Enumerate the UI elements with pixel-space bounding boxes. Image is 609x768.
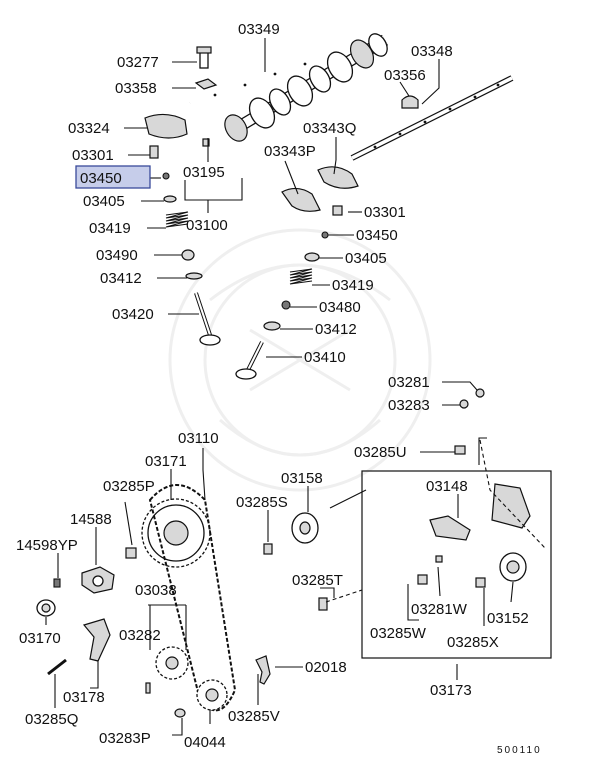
label-03450-left[interactable]: 03450 (80, 170, 122, 187)
camshaft (224, 33, 389, 142)
valve-03420 (194, 292, 221, 346)
label-03412-left[interactable]: 03412 (100, 270, 142, 287)
seat-03405-right (304, 252, 320, 262)
bracket-02018 (255, 655, 271, 685)
label-03285U[interactable]: 03285U (354, 444, 407, 461)
pulley-14588 (81, 566, 115, 594)
label-03285W[interactable]: 03285W (370, 625, 427, 642)
seat-03412-right (263, 321, 281, 331)
label-03324[interactable]: 03324 (68, 120, 110, 137)
label-03285X[interactable]: 03285X (447, 634, 499, 651)
bolt-03285Q (47, 658, 67, 676)
bolt-03277 (196, 46, 212, 69)
label-03405-right[interactable]: 03405 (345, 250, 387, 267)
diagram-code: 500110 (497, 745, 542, 756)
label-03173[interactable]: 03173 (430, 682, 472, 699)
label-03419-left[interactable]: 03419 (89, 220, 131, 237)
adjust-screw-03301-right (332, 205, 343, 216)
label-03405-left[interactable]: 03405 (83, 193, 125, 210)
label-03283P[interactable]: 03283P (99, 730, 151, 747)
label-03277[interactable]: 03277 (117, 54, 159, 71)
label-03343Q[interactable]: 03343Q (303, 120, 356, 137)
highlight-box (75, 165, 151, 189)
label-03285T[interactable]: 03285T (292, 572, 343, 589)
label-03343P[interactable]: 03343P (264, 143, 316, 160)
label-03285V[interactable]: 03285V (228, 708, 280, 725)
label-03285P[interactable]: 03285P (103, 478, 155, 495)
seat-03412-left (185, 272, 203, 280)
label-03152[interactable]: 03152 (487, 610, 529, 627)
crank-sprocket-04044 (196, 679, 228, 711)
seal-03490 (181, 249, 195, 261)
part-labels: 03349 03348 03277 03358 03356 03324 0334… (16, 21, 542, 756)
label-03148[interactable]: 03148 (426, 478, 468, 495)
label-03480[interactable]: 03480 (319, 299, 361, 316)
rocker-arm-03343Q (317, 166, 359, 189)
label-03170[interactable]: 03170 (19, 630, 61, 647)
spring-03419-right (289, 268, 313, 285)
leader-lines (45, 38, 546, 736)
adjust-screw-03301-left (149, 145, 159, 159)
idler-03158 (291, 512, 319, 544)
valve-03410 (235, 341, 264, 380)
label-03171[interactable]: 03171 (145, 453, 187, 470)
key-03038 (145, 682, 151, 694)
label-03282[interactable]: 03282 (119, 627, 161, 644)
rocker-arm-03324 (144, 113, 188, 139)
tensioner-assembly-box-03173 (361, 388, 552, 659)
label-03410[interactable]: 03410 (304, 349, 346, 366)
watermark-emblem (168, 228, 432, 492)
label-03281W[interactable]: 03281W (411, 601, 468, 618)
label-03158[interactable]: 03158 (281, 470, 323, 487)
label-03110[interactable]: 03110 (178, 430, 219, 447)
label-02018[interactable]: 02018 (305, 659, 347, 676)
label-03358[interactable]: 03358 (115, 80, 157, 97)
label-03348[interactable]: 03348 (411, 43, 453, 60)
label-03419-right[interactable]: 03419 (332, 277, 374, 294)
label-03420[interactable]: 03420 (112, 306, 154, 323)
label-03349[interactable]: 03349 (238, 21, 280, 38)
tensioner-03178 (82, 618, 111, 662)
label-03356[interactable]: 03356 (384, 67, 426, 84)
label-14588[interactable]: 14588 (70, 511, 112, 528)
seal-03480 (281, 300, 291, 310)
bolt-03285P (125, 547, 137, 559)
label-03195[interactable]: 03195 (183, 164, 225, 181)
label-03285Q[interactable]: 03285Q (25, 711, 78, 728)
label-03301-right[interactable]: 03301 (364, 204, 406, 221)
label-14598YP[interactable]: 14598YP (16, 537, 78, 554)
nut-03450-right (321, 231, 329, 239)
rocker-arm-03343P (281, 187, 321, 212)
label-03283[interactable]: 03283 (388, 397, 430, 414)
label-03178[interactable]: 03178 (63, 689, 105, 706)
label-03450-right[interactable]: 03450 (356, 227, 398, 244)
label-03490[interactable]: 03490 (96, 247, 138, 264)
label-03038[interactable]: 03038 (135, 582, 177, 599)
crank-sprocket-03282 (155, 646, 189, 680)
camshaft-sprocket-03171 (141, 498, 211, 568)
clip-03356 (401, 95, 419, 109)
nut-03450-left (162, 172, 170, 180)
rocker-shaft-right (350, 75, 514, 161)
seal-03170 (36, 599, 56, 617)
washer-03358 (194, 78, 218, 90)
spring-03419-left (165, 211, 189, 228)
seat-03405-left (163, 195, 177, 203)
timing-belt-03110 (148, 484, 237, 712)
label-03100[interactable]: 03100 (186, 217, 228, 234)
label-03281[interactable]: 03281 (388, 374, 430, 391)
label-03301-left[interactable]: 03301 (72, 147, 114, 164)
bolt-03285T (318, 597, 328, 611)
bolt-03285S (263, 543, 273, 555)
label-04044[interactable]: 04044 (184, 734, 226, 751)
bolt-14598YP (53, 578, 61, 588)
label-03412-right[interactable]: 03412 (315, 321, 357, 338)
pin-03195 (202, 138, 210, 147)
label-03285S[interactable]: 03285S (236, 494, 288, 511)
washer-03283P (174, 708, 186, 718)
